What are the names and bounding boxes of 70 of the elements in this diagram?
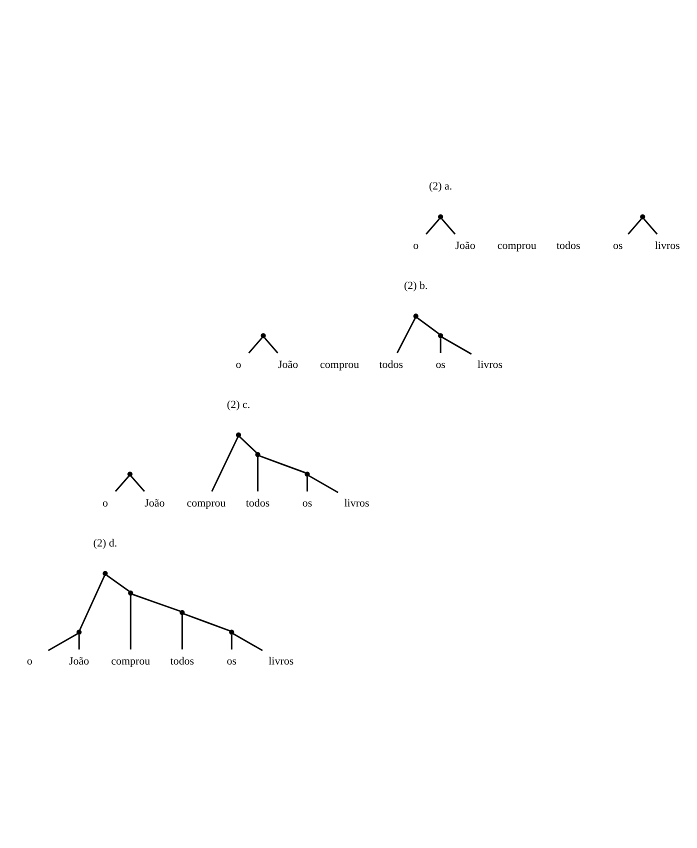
node-text: livros (478, 358, 503, 371)
node-text: João (278, 358, 298, 371)
label: comprou (497, 240, 536, 252)
connector (130, 594, 132, 649)
connector (132, 593, 180, 612)
label: (2) a. (429, 180, 452, 192)
node-text: comprou (111, 654, 150, 667)
node-circle (76, 629, 82, 634)
connector (440, 338, 442, 353)
node-text: os (613, 240, 623, 252)
connector (417, 316, 440, 334)
connector (264, 336, 278, 353)
connector (442, 336, 472, 354)
node-text: todos (246, 496, 270, 509)
node-text: João (69, 654, 90, 667)
node-circle (260, 332, 266, 338)
node-circle (128, 590, 134, 596)
label: (2) c. (226, 398, 250, 410)
node-circle (304, 471, 310, 476)
node-circle (180, 610, 185, 615)
connector (396, 318, 416, 353)
node-circle (236, 432, 242, 438)
connector (211, 436, 238, 492)
connector (78, 634, 80, 649)
connector (181, 614, 183, 649)
label: todos (556, 240, 580, 252)
connector (643, 218, 658, 234)
node-circle (229, 629, 234, 634)
node-circle (413, 313, 418, 318)
label: comprou (320, 358, 360, 371)
connector (232, 632, 263, 651)
node-circle (127, 471, 133, 476)
connector (239, 436, 257, 453)
connector (259, 454, 306, 473)
node-text: os (436, 358, 446, 371)
label: (2) d. (93, 536, 118, 549)
node-text: João (144, 496, 165, 509)
node-text: livros (268, 654, 294, 667)
node-text: todos (379, 358, 404, 371)
connector (308, 474, 338, 493)
node-text: o (236, 358, 242, 371)
node-text: todos (170, 654, 194, 667)
connector (628, 218, 642, 234)
connector (306, 476, 308, 491)
node-text: João (455, 240, 476, 252)
connector (441, 218, 456, 234)
node-text: o (413, 240, 419, 252)
node-circle (255, 452, 260, 457)
label: (2) b. (404, 280, 428, 292)
connector (230, 634, 232, 649)
node-circle (102, 570, 108, 576)
connector (426, 218, 440, 234)
node-text: o (26, 654, 32, 667)
connector (130, 475, 145, 492)
node-text: comprou (186, 496, 226, 509)
connector (257, 456, 259, 491)
connector (248, 336, 263, 353)
node-circle (640, 214, 646, 219)
connector (48, 632, 78, 651)
node-circle (438, 214, 444, 219)
node-circle (438, 332, 444, 338)
connector (79, 574, 106, 630)
node-text: os (226, 654, 237, 667)
connector (184, 612, 230, 631)
connector (106, 574, 130, 592)
node-text: o (102, 496, 108, 509)
node-text: livros (344, 496, 370, 509)
node-text: livros (654, 240, 680, 252)
connector (114, 475, 130, 492)
node-text: os (302, 496, 312, 509)
